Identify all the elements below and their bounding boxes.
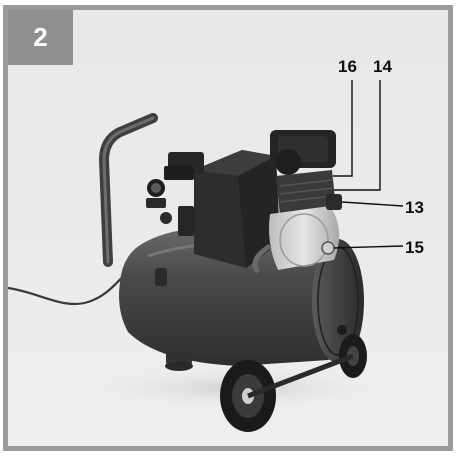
figure-number: 2 [33, 22, 48, 52]
callout-15: 15 [405, 238, 424, 257]
callout-16: 16 [338, 57, 357, 76]
power-cable [8, 271, 129, 306]
figure-frame: 2 16 14 13 15 [3, 5, 453, 451]
drain-fitting [337, 325, 347, 335]
compressor-illustration [8, 80, 404, 432]
leader-13 [341, 201, 404, 207]
leader-16 [333, 80, 353, 177]
intake-cap [275, 149, 301, 175]
callout-14: 14 [373, 57, 392, 76]
tank-end-cap [312, 239, 364, 363]
leader-14 [334, 80, 381, 191]
outlet-valve [326, 194, 342, 210]
safety-valve [321, 241, 335, 255]
leader-15 [333, 245, 404, 249]
callout-13: 13 [405, 198, 424, 217]
figure-number-badge: 2 [8, 10, 73, 65]
delivery-pipe [252, 243, 272, 274]
